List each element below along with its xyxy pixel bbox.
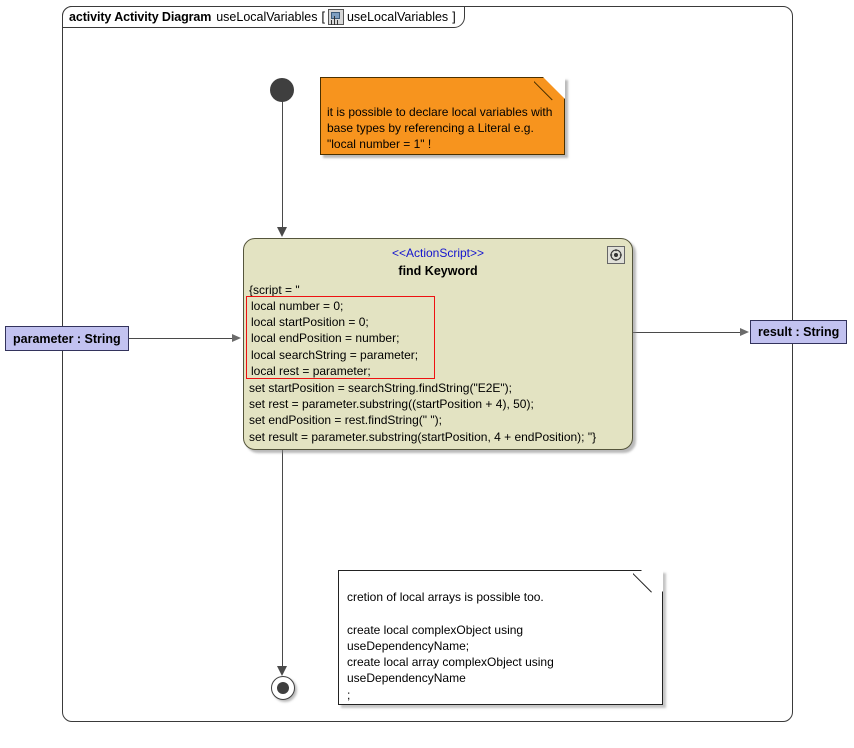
input-parameter-pin[interactable]: parameter : String (5, 326, 129, 351)
flow-action-to-final (282, 450, 283, 672)
output-result-pin[interactable]: result : String (750, 320, 848, 344)
flow-arrowhead-parameter (232, 334, 241, 342)
activity-final-node[interactable] (271, 676, 295, 700)
local-declarations-highlight-box: local number = 0; local startPosition = … (246, 296, 435, 379)
gear-icon[interactable] (607, 246, 625, 264)
action-script-body-text: set startPosition = searchString.findStr… (249, 381, 597, 444)
flow-initial-to-action (282, 100, 283, 228)
output-result-label: result : String (758, 325, 840, 339)
flow-arrowhead-result (740, 328, 749, 336)
action-stereotype-label: <<ActionScript>> (391, 246, 485, 260)
note-local-variables[interactable]: it is possible to declare local variable… (320, 77, 565, 155)
flow-arrowhead-to-final (277, 666, 287, 676)
initial-node[interactable] (270, 78, 294, 102)
flow-parameter-to-action (122, 338, 234, 339)
action-title-label: find Keyword (398, 264, 478, 278)
note-local-arrays-text: cretion of local arrays is possible too.… (347, 590, 554, 702)
activity-final-node-inner (277, 682, 289, 694)
action-script-open-label: {script = " (249, 283, 300, 297)
note-local-arrays[interactable]: cretion of local arrays is possible too.… (338, 570, 663, 705)
frame-qualified-name-label: useLocalVariables (346, 10, 449, 24)
flow-arrowhead-to-action (277, 227, 287, 237)
frame-keyword-label: activity Activity Diagram (69, 10, 212, 24)
local-declarations-text: local number = 0; local startPosition = … (251, 299, 419, 378)
diagram-frame-title-tab: activity Activity Diagram useLocalVariab… (62, 6, 465, 28)
frame-bracket-open: [ (321, 10, 325, 24)
frame-name-label: useLocalVariables (216, 10, 318, 24)
action-node-find-keyword[interactable]: <<ActionScript>> find Keyword {script = … (243, 238, 633, 450)
frame-bracket-close: ] (452, 10, 456, 24)
note-local-variables-text: it is possible to declare local variable… (327, 105, 553, 151)
flow-action-to-result (633, 332, 741, 333)
activity-diagram-icon (327, 9, 344, 25)
input-parameter-label: parameter : String (13, 331, 121, 346)
